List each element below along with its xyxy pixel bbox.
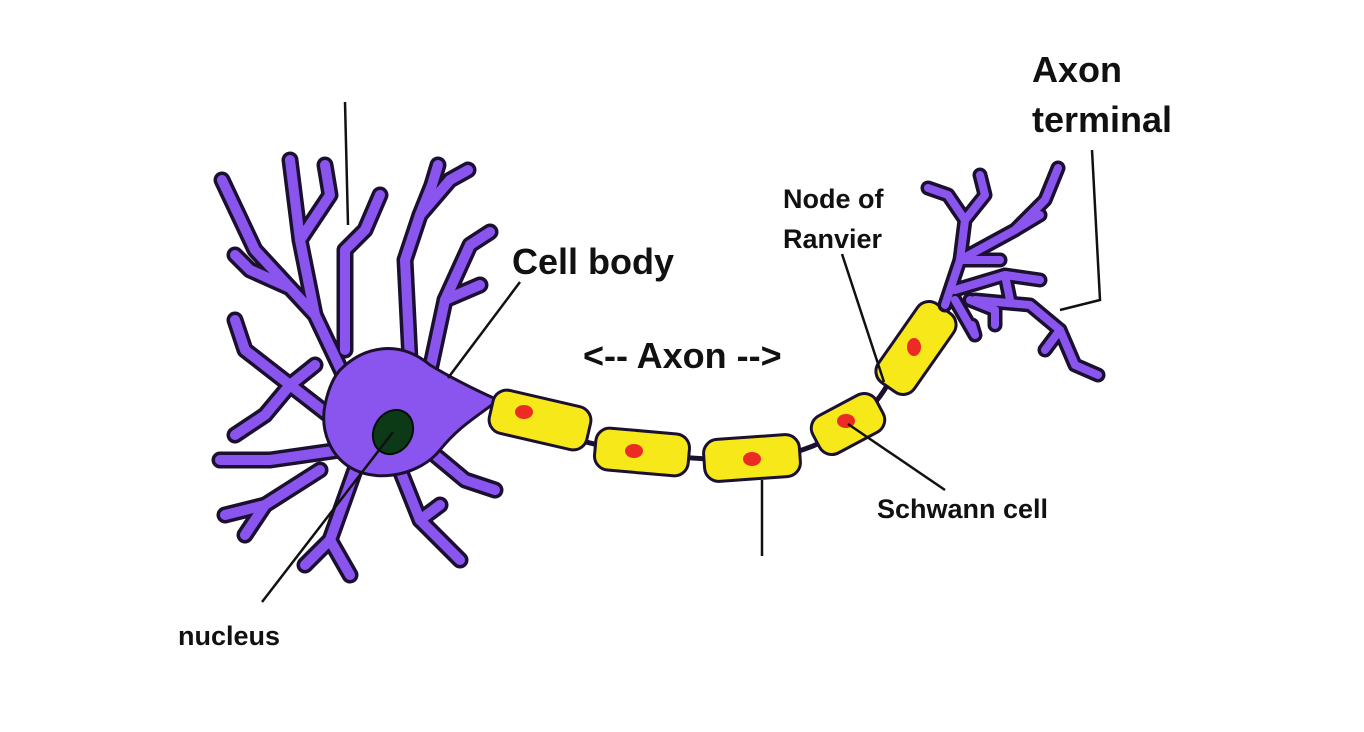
cell-body-shape: [322, 347, 501, 478]
dendrite-leader: [343, 101, 350, 226]
axon-terminal-leader: [1059, 149, 1102, 312]
dendrites: [211, 151, 504, 584]
schwann-cell-label: Schwann cell: [877, 494, 1048, 524]
cell-body-label: Cell body: [512, 241, 674, 282]
node-of-ranvier-label-line1: Node of: [783, 184, 884, 214]
axon-terminal-label-line1: Axon: [1032, 49, 1122, 90]
leader-lines: [261, 101, 1102, 603]
schwann-nucleus-3: [743, 452, 761, 466]
axon-terminal-branches: [920, 160, 1106, 383]
node-of-ranvier-leader: [840, 253, 886, 383]
schwann-nucleus-5: [907, 338, 921, 356]
myelin-sheath: [487, 300, 958, 483]
schwann-nucleus-2: [625, 444, 643, 458]
nucleus-leader: [261, 431, 394, 603]
schwann-cell-1: [487, 388, 593, 452]
axon-label: <-- Axon -->: [583, 335, 782, 376]
cell-body-leader: [447, 281, 521, 379]
labels: Axon terminal Node of Ranvier Cell body …: [178, 49, 1172, 651]
nucleus-label: nucleus: [178, 621, 280, 651]
schwann-cell-leader: [847, 422, 946, 492]
schwann-nucleus-1: [515, 405, 533, 419]
node-of-ranvier-label-line2: Ranvier: [783, 224, 883, 254]
axon-terminal-label-line2: terminal: [1032, 99, 1172, 140]
